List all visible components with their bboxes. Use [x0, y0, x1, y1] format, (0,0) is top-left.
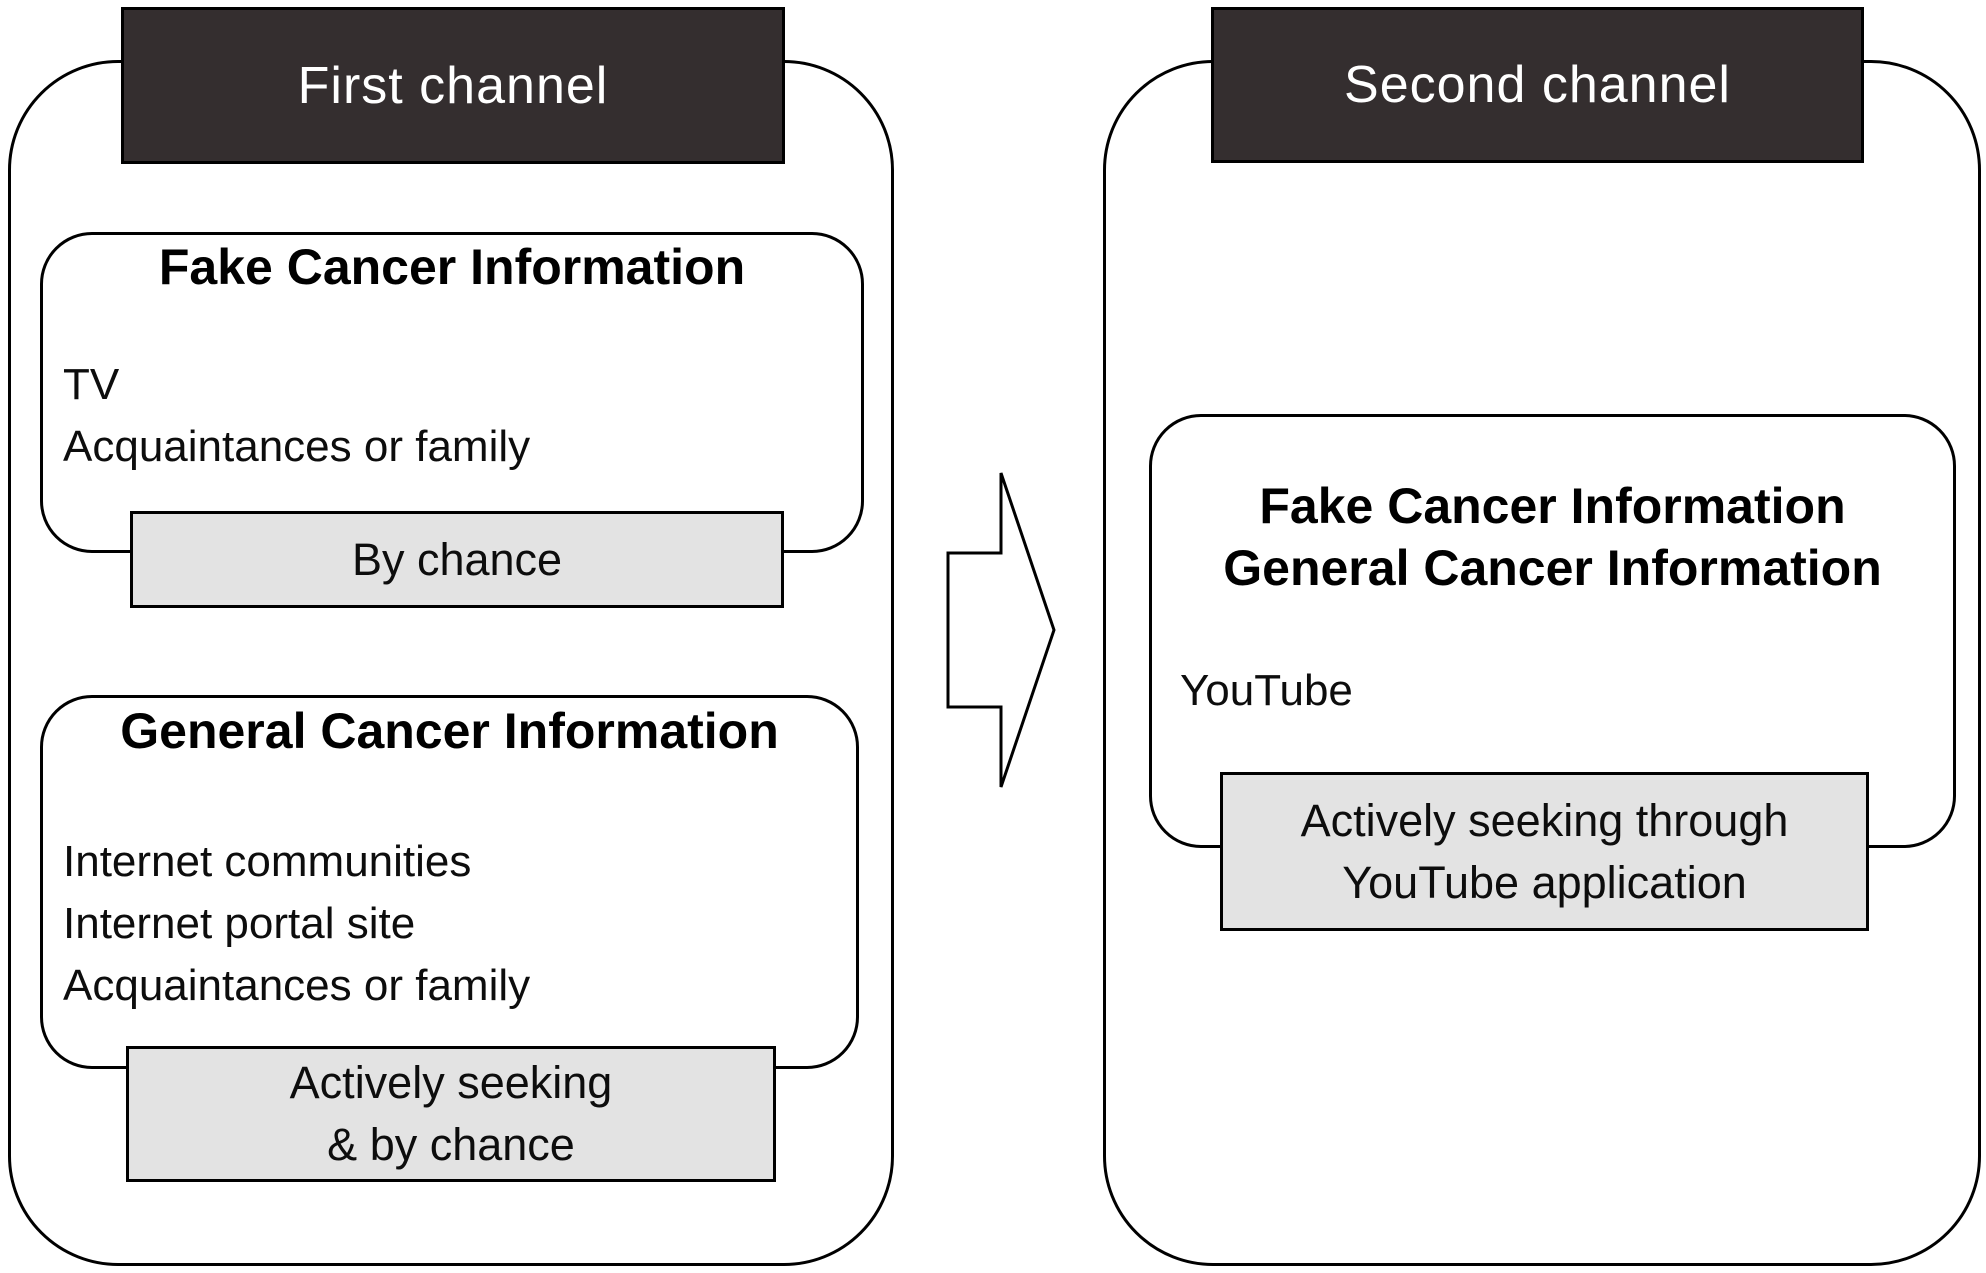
- and-by-chance-line: & by chance: [327, 1119, 575, 1170]
- fake-cancer-information-box: Fake Cancer Information TV Acquaintances…: [40, 232, 864, 553]
- flow-arrow-icon: [946, 472, 1056, 788]
- second-channel-header-label: Second channel: [1344, 56, 1731, 114]
- channel-item-acquaintances: Acquaintances or family: [63, 961, 531, 1010]
- channel-item-internet-portal-site: Internet portal site: [63, 899, 416, 948]
- general-cancer-information-items: Internet communities Internet portal sit…: [63, 831, 530, 1017]
- channel-item-acquaintances: Acquaintances or family: [63, 422, 531, 471]
- channel-item-internet-communities: Internet communities: [63, 837, 472, 886]
- combined-box-title-line-1: Fake Cancer Information: [1259, 478, 1846, 534]
- actively-seeking-youtube-tag: Actively seeking through YouTube applica…: [1220, 772, 1869, 931]
- actively-seeking-through-line: Actively seeking through: [1300, 794, 1789, 846]
- general-cancer-information-title: General Cancer Information: [120, 703, 779, 759]
- combined-box-title-line-2: General Cancer Information: [1223, 540, 1882, 596]
- fake-cancer-information-items: TV Acquaintances or family: [63, 354, 530, 478]
- channel-item-tv: TV: [63, 360, 120, 409]
- flow-arrow: [940, 465, 1065, 795]
- actively-seeking-by-chance-tag: Actively seeking & by chance: [126, 1046, 776, 1182]
- combined-box-items: YouTube: [1180, 660, 1353, 722]
- by-chance-tag: By chance: [130, 511, 784, 608]
- first-channel-header: First channel: [121, 7, 785, 164]
- by-chance-tag-label: By chance: [351, 533, 563, 585]
- youtube-application-line: YouTube application: [1342, 856, 1747, 908]
- general-cancer-information-box: General Cancer Information Internet comm…: [40, 695, 859, 1069]
- actively-seeking-line: Actively seeking: [289, 1057, 613, 1108]
- fake-cancer-information-title: Fake Cancer Information: [158, 239, 746, 295]
- channel-item-youtube: YouTube: [1180, 666, 1353, 715]
- second-channel-header: Second channel: [1211, 7, 1864, 163]
- first-channel-header-label: First channel: [297, 56, 609, 115]
